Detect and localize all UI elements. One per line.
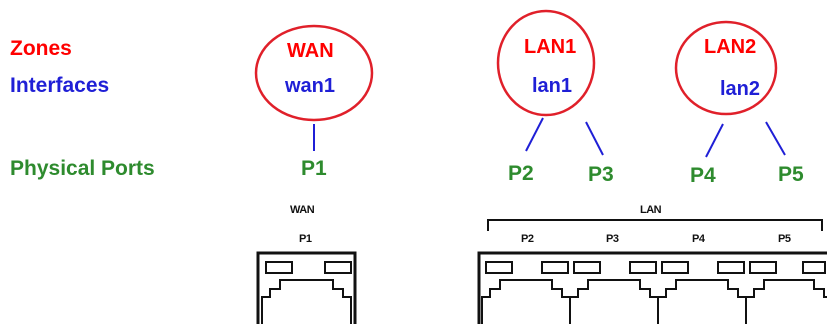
zone-name-lan2: LAN2 [704, 36, 757, 58]
port-housing-p2 [481, 261, 571, 324]
link-lan2-p4 [705, 123, 724, 158]
legend-physical-ports: Physical Ports [10, 157, 155, 180]
port-label-p2: P2 [508, 162, 534, 185]
hardware-wan-group-label: WAN [290, 204, 315, 216]
port-label-p5: P5 [778, 163, 804, 186]
zone-ellipse-wan [254, 24, 374, 122]
zone-name-lan1: LAN1 [524, 36, 577, 58]
hardware-lan-group-label: LAN [640, 204, 662, 216]
port-housing-p1 [256, 251, 357, 324]
interface-name-wan1: wan1 [285, 75, 336, 97]
port-label-p1: P1 [301, 157, 327, 180]
zone-name-wan: WAN [287, 40, 334, 62]
zone-ellipse-lan1 [496, 9, 596, 117]
legend-interfaces: Interfaces [10, 74, 110, 97]
hardware-port-label-p5: P5 [778, 233, 791, 245]
zone-ellipse-lan2 [674, 20, 778, 116]
link-lan1-p3 [585, 121, 604, 156]
port-housing-p4 [657, 261, 747, 324]
legend-zones: Zones [10, 37, 72, 60]
hardware-port-label-p3: P3 [606, 233, 619, 245]
interface-name-lan1: lan1 [532, 75, 573, 97]
hardware-port-label-p2: P2 [521, 233, 534, 245]
port-housing-p5 [745, 261, 827, 324]
link-lan1-p2 [525, 117, 544, 152]
interface-name-lan2: lan2 [720, 78, 761, 100]
lan-group-bracket [487, 219, 823, 231]
hardware-port-label-p1: P1 [299, 233, 312, 245]
port-housing-lan [477, 251, 827, 324]
hardware-port-label-p4: P4 [692, 233, 705, 245]
link-lan2-p5 [765, 121, 786, 156]
port-label-p4: P4 [690, 164, 716, 187]
port-label-p3: P3 [588, 163, 614, 186]
port-housing-p3 [569, 261, 659, 324]
